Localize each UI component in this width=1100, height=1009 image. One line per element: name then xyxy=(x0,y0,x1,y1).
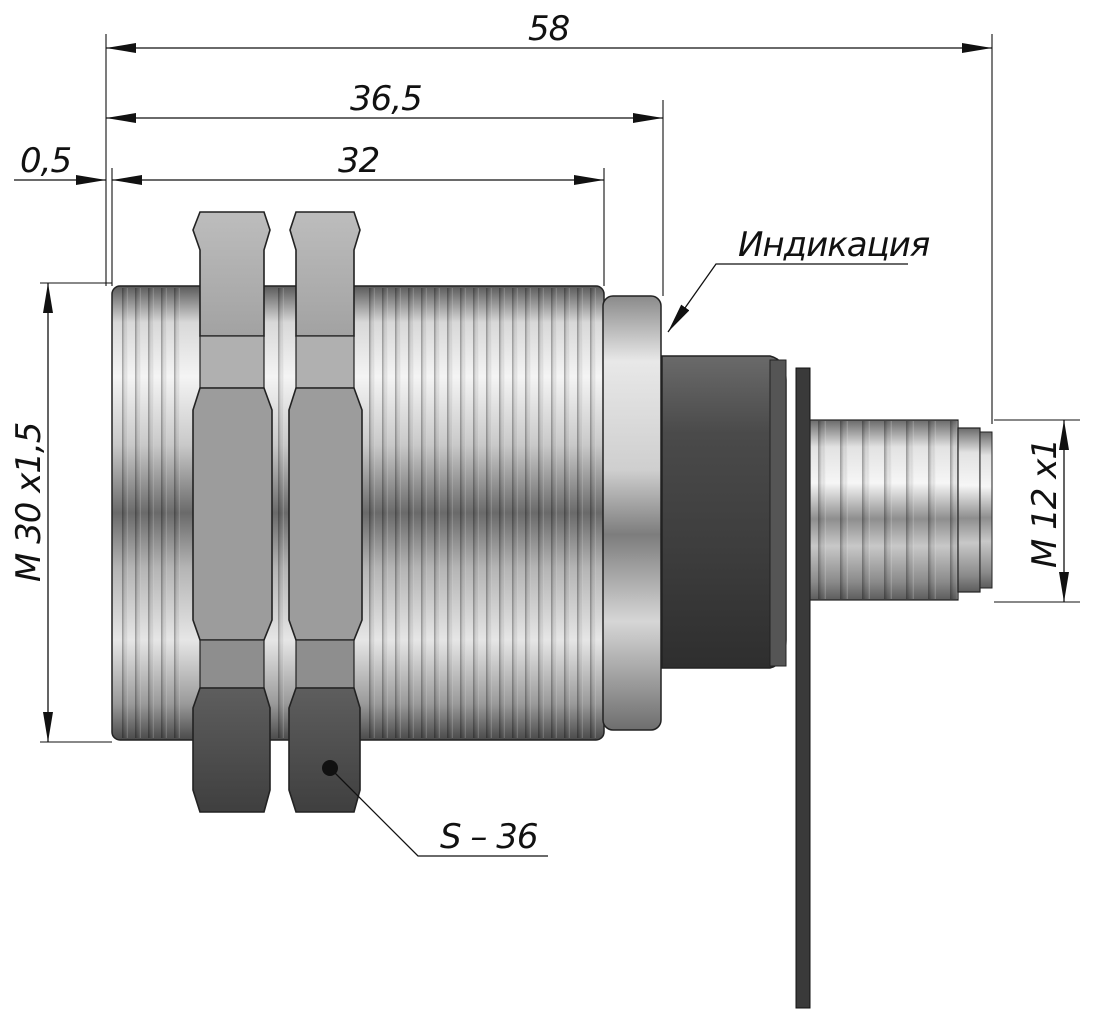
dim-32-label: 32 xyxy=(338,141,379,181)
dim-36-5-label: 36,5 xyxy=(350,79,422,119)
flange-plate xyxy=(795,367,811,1009)
connector-thread-label: M 12 x1 xyxy=(1025,439,1065,568)
sensor-body xyxy=(111,211,993,1009)
thread-groove xyxy=(278,288,284,738)
dim-58-label: 58 xyxy=(528,9,570,49)
connector-grooves xyxy=(818,421,958,599)
thread-groove xyxy=(434,288,440,738)
thread-groove xyxy=(122,288,128,738)
lock-nut-left xyxy=(192,211,273,813)
thread-groove xyxy=(408,288,414,738)
connector-tip xyxy=(957,427,981,593)
thread-groove xyxy=(577,288,583,738)
indicator-leader xyxy=(667,263,908,333)
thread-groove xyxy=(174,288,180,738)
connector-groove xyxy=(906,421,914,599)
thread-groove xyxy=(525,288,531,738)
connector-tip-end xyxy=(979,431,993,589)
thread-groove xyxy=(564,288,570,738)
thread-groove xyxy=(369,288,375,738)
thread-groove xyxy=(148,288,154,738)
connector-groove xyxy=(928,421,936,599)
thread-groove xyxy=(421,288,427,738)
thread-groove xyxy=(512,288,518,738)
wrench-leader xyxy=(329,767,548,857)
indicator-label: Индикация xyxy=(738,225,930,265)
main-thread-label: M 30 x1,5 xyxy=(9,423,49,582)
thread-groove xyxy=(590,288,596,738)
connector-groove xyxy=(840,421,848,599)
connector-groove xyxy=(818,421,826,599)
thread-groove xyxy=(382,288,388,738)
connector-groove xyxy=(862,421,870,599)
thread-groove xyxy=(460,288,466,738)
rear-housing-rim xyxy=(769,359,787,667)
dimension-labels: 58 36,5 32 0,5 Индикация S – 36 M 30 x1,… xyxy=(9,9,1065,857)
connector-groove xyxy=(950,421,958,599)
dimension-lines xyxy=(14,34,1080,857)
rear-housing xyxy=(661,355,787,669)
wrench-leader-dot xyxy=(322,760,338,776)
thread-groove xyxy=(161,288,167,738)
dim-0-5-label: 0,5 xyxy=(20,141,71,181)
thread-groove xyxy=(447,288,453,738)
connector-groove xyxy=(884,421,892,599)
thread-groove xyxy=(499,288,505,738)
thread-groove xyxy=(486,288,492,738)
indicator-ring xyxy=(602,295,662,731)
thread-groove xyxy=(551,288,557,738)
wrench-size-label: S – 36 xyxy=(440,817,538,857)
thread-groove xyxy=(135,288,141,738)
thread-groove xyxy=(473,288,479,738)
thread-groove xyxy=(395,288,401,738)
lock-nut-right xyxy=(288,211,363,813)
thread-grooves xyxy=(122,288,596,738)
thread-groove xyxy=(538,288,544,738)
